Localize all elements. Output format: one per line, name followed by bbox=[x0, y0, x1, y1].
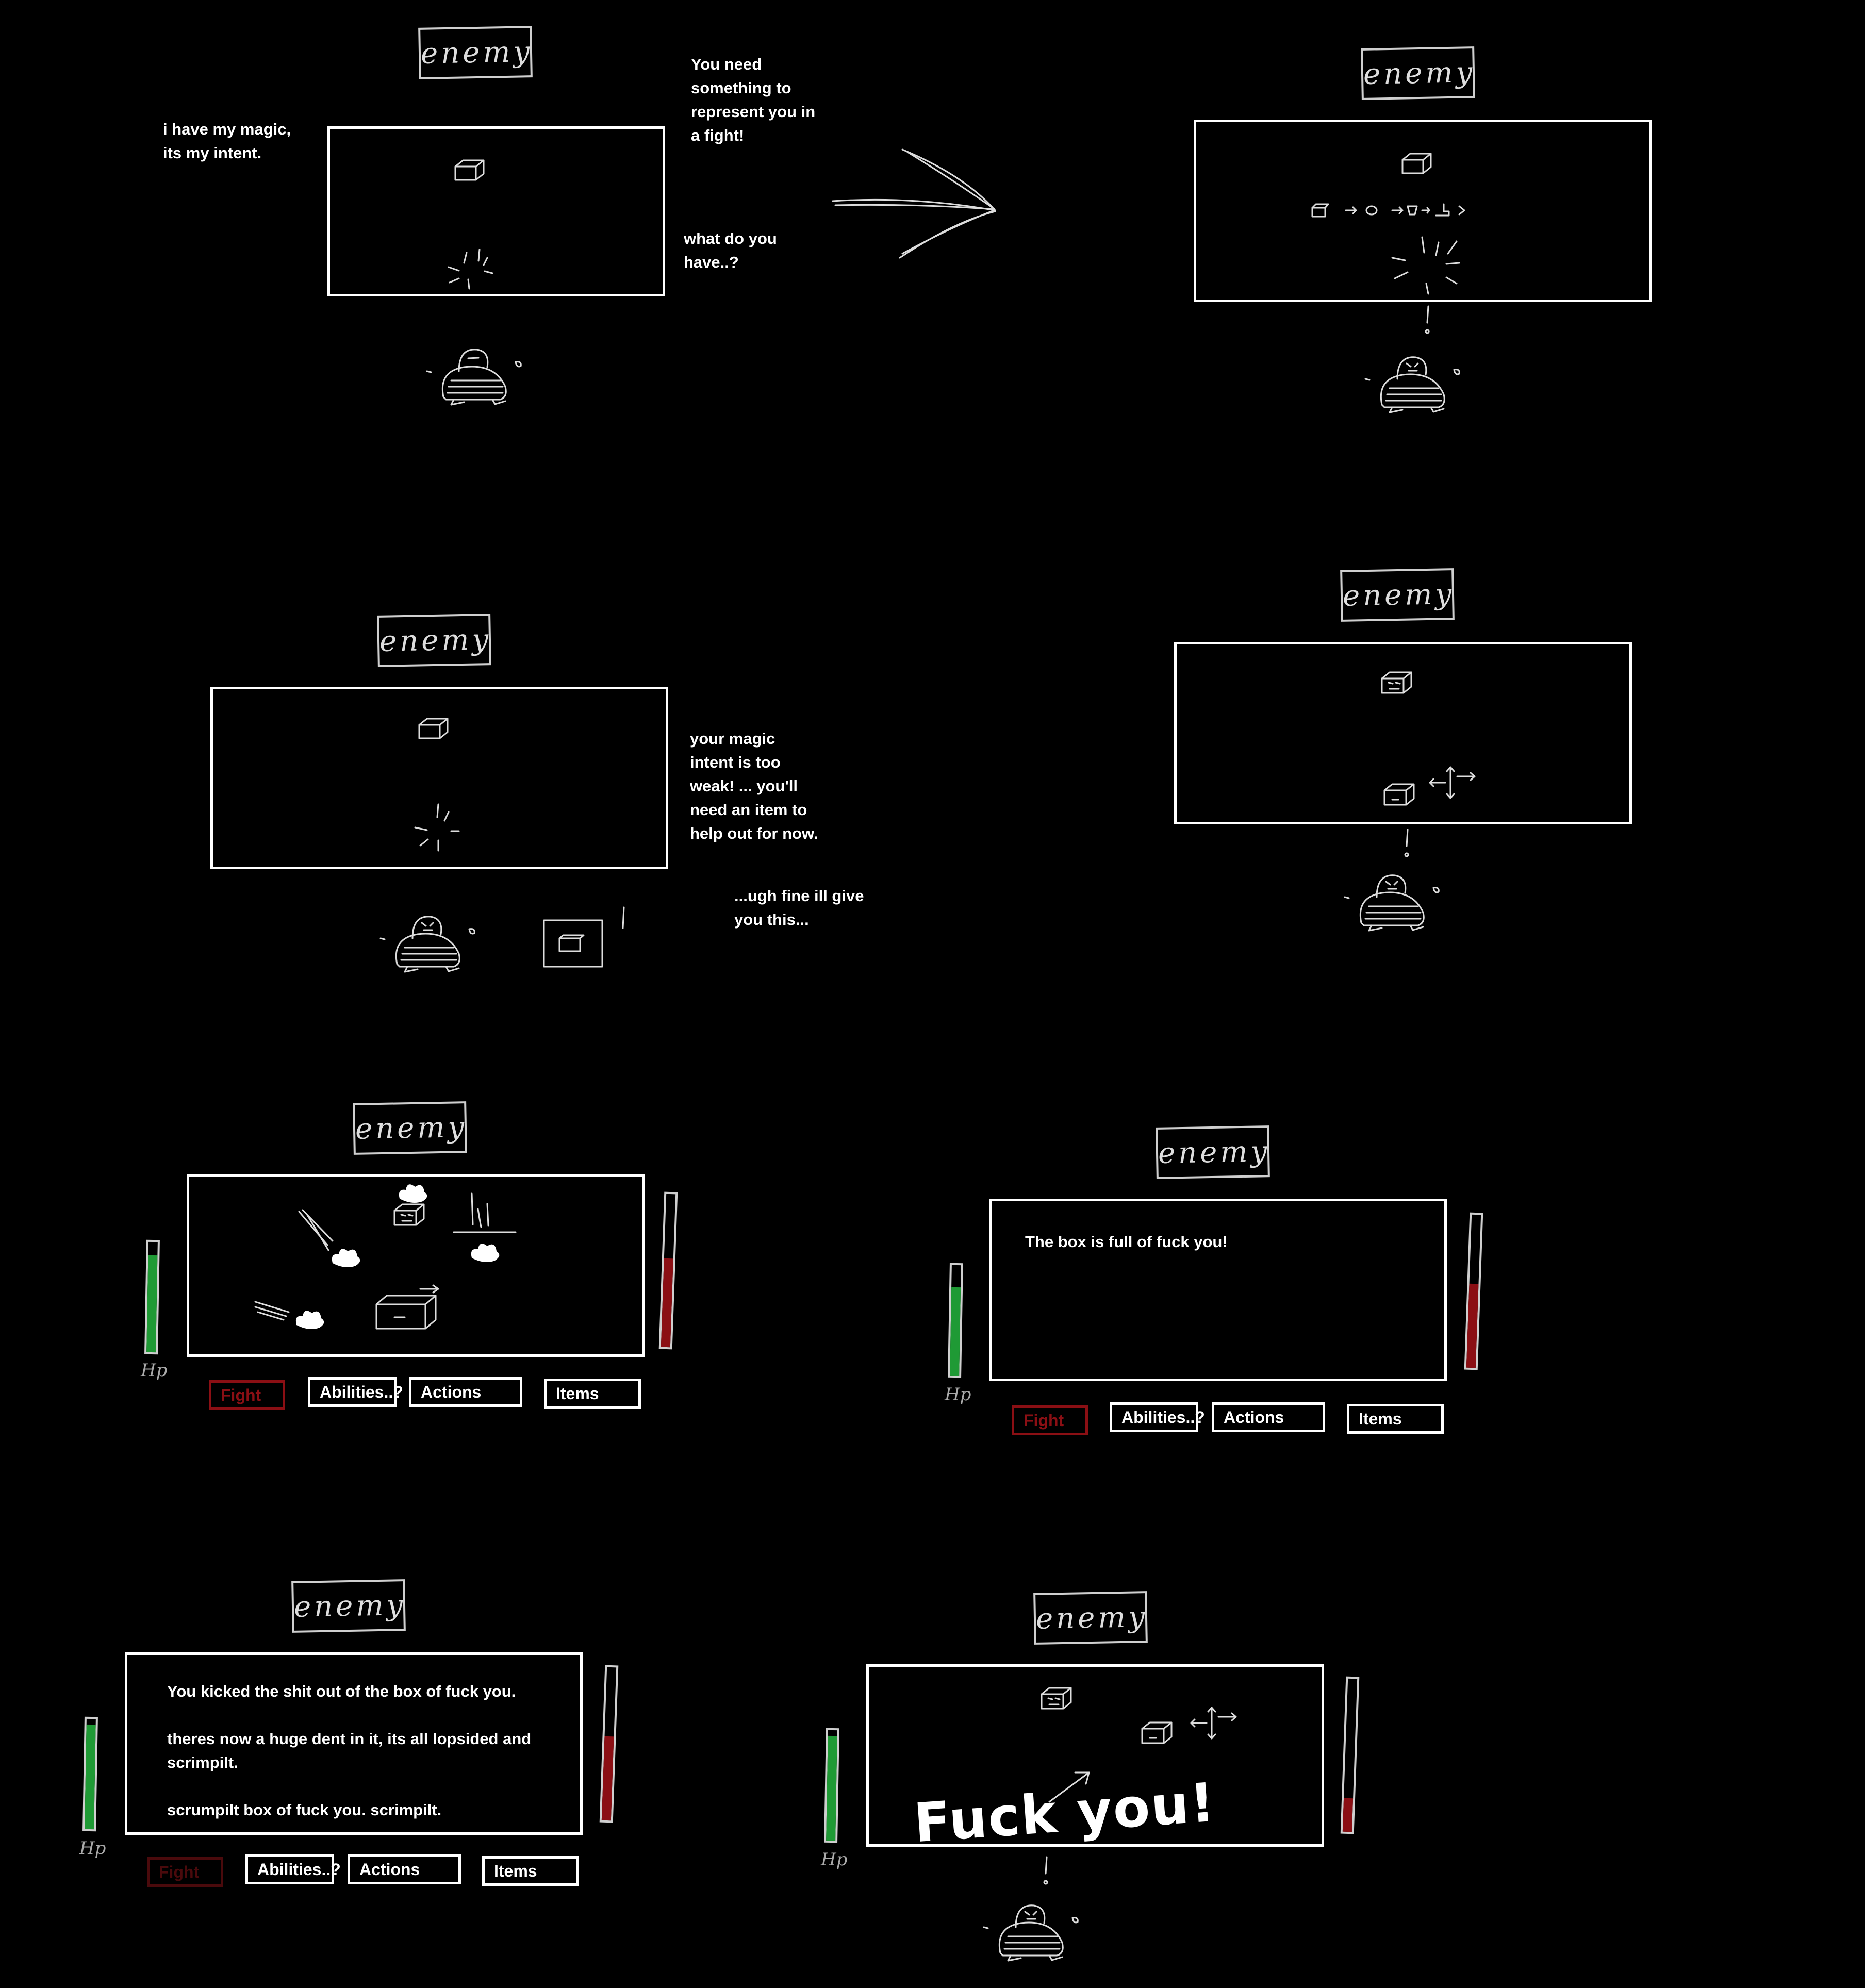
abilities-button[interactable]: Abilities..? bbox=[245, 1854, 341, 1884]
caption-intent: i have my magic, its my intent. bbox=[163, 120, 291, 162]
hp-label: Hp bbox=[821, 1849, 848, 1870]
motion-lines-icon bbox=[254, 1301, 290, 1321]
actions-button[interactable]: Actions bbox=[1212, 1402, 1325, 1432]
dialog-text: The box is full of fuck you! bbox=[1025, 1233, 1228, 1251]
alert-exclamation-icon bbox=[1404, 829, 1409, 857]
enemy-hp-bar bbox=[658, 1191, 678, 1350]
alert-exclamation-icon bbox=[1043, 1856, 1048, 1885]
impact-splat-icon bbox=[471, 1244, 500, 1263]
player-hp-fill bbox=[950, 1287, 961, 1376]
enemy-hp-bar bbox=[1464, 1212, 1483, 1370]
enemy-name-tag: enemy bbox=[1340, 568, 1455, 622]
hp-label: Hp bbox=[79, 1838, 106, 1859]
move-arrows-icon bbox=[1190, 1707, 1237, 1739]
enemy-name-tag: enemy bbox=[1361, 46, 1476, 100]
enemy-name-tag: enemy bbox=[418, 26, 533, 79]
player-box-icon bbox=[375, 1284, 439, 1330]
item-box-icon bbox=[543, 906, 625, 968]
caption-what-do-you-have: what do you have..? bbox=[684, 229, 777, 271]
battle-box bbox=[866, 1664, 1324, 1847]
enemy-name-tag: enemy bbox=[377, 614, 492, 667]
enemy-hp-fill bbox=[601, 1736, 614, 1821]
box-icon bbox=[1401, 153, 1432, 174]
arrow-up-right-icon bbox=[1048, 1771, 1090, 1803]
player-turtle-icon bbox=[426, 349, 522, 406]
items-button[interactable]: Items bbox=[1347, 1404, 1444, 1434]
fight-button[interactable]: Fight bbox=[209, 1380, 285, 1410]
caption-give-you-this: ...ugh fine ill give you this... bbox=[734, 887, 864, 929]
player-hp-bar bbox=[144, 1239, 160, 1355]
enemy-name-tag: enemy bbox=[1033, 1591, 1148, 1645]
fight-button[interactable]: Fight bbox=[147, 1857, 223, 1887]
hp-label: Hp bbox=[141, 1360, 168, 1381]
player-hp-fill bbox=[85, 1724, 96, 1830]
dialog-box bbox=[989, 1199, 1447, 1381]
dialog-box bbox=[125, 1652, 583, 1835]
player-turtle-icon bbox=[983, 1904, 1079, 1962]
player-hp-bar bbox=[948, 1263, 963, 1378]
box-icon bbox=[418, 718, 449, 739]
battle-box bbox=[327, 126, 665, 296]
actions-button[interactable]: Actions bbox=[348, 1854, 461, 1884]
enemy-hp-bar bbox=[599, 1665, 619, 1823]
fight-button[interactable]: Fight bbox=[1012, 1405, 1088, 1435]
player-box-icon bbox=[1383, 783, 1415, 806]
impact-splat-icon bbox=[399, 1184, 427, 1203]
enemy-hp-fill bbox=[1342, 1798, 1354, 1832]
ground-line-icon bbox=[453, 1192, 517, 1233]
player-box-icon bbox=[1141, 1721, 1173, 1744]
items-button[interactable]: Items bbox=[482, 1856, 579, 1886]
enemy-name-tag: enemy bbox=[353, 1101, 468, 1155]
enemy-hp-bar bbox=[1340, 1676, 1360, 1834]
magic-sparkle-icon bbox=[414, 803, 460, 852]
alert-exclamation-icon bbox=[1425, 305, 1430, 334]
enemy-hp-fill bbox=[661, 1258, 673, 1348]
caption-magic-weak: your magic intent is too weak! ... you'l… bbox=[690, 730, 818, 842]
motion-lines-icon bbox=[298, 1209, 334, 1251]
player-hp-bar bbox=[824, 1728, 839, 1843]
magic-sparkle-icon bbox=[1391, 236, 1460, 295]
player-turtle-icon bbox=[1364, 356, 1460, 413]
caption-need-something: You need something to represent you in a… bbox=[691, 55, 816, 144]
enemy-box-face-icon bbox=[1041, 1687, 1072, 1710]
dialog-text: You kicked the shit out of the box of fu… bbox=[167, 1682, 532, 1819]
move-arrows-icon bbox=[1429, 766, 1476, 799]
player-hp-fill bbox=[146, 1255, 158, 1353]
impact-splat-icon bbox=[332, 1249, 360, 1268]
shape-sequence-icon bbox=[1311, 203, 1465, 218]
abilities-button[interactable]: Abilities..? bbox=[308, 1377, 403, 1407]
hp-label: Hp bbox=[945, 1384, 971, 1405]
enemy-hp-fill bbox=[1466, 1283, 1479, 1368]
enemy-box-face-icon bbox=[393, 1203, 425, 1226]
battle-box bbox=[210, 687, 668, 869]
enemy-name-tag: enemy bbox=[1156, 1125, 1270, 1179]
box-icon bbox=[454, 159, 485, 181]
impact-splat-icon bbox=[295, 1311, 324, 1330]
player-hp-bar bbox=[82, 1716, 98, 1832]
enemy-name-tag: enemy bbox=[291, 1579, 406, 1633]
enemy-box-face-icon bbox=[1381, 671, 1412, 694]
transition-arrow-icon bbox=[832, 148, 996, 259]
abilities-button[interactable]: Abilities..? bbox=[1110, 1402, 1205, 1432]
player-hp-fill bbox=[826, 1735, 837, 1841]
magic-sparkle-icon bbox=[448, 248, 493, 290]
player-turtle-icon bbox=[1344, 874, 1440, 932]
actions-button[interactable]: Actions bbox=[409, 1377, 522, 1407]
player-turtle-icon bbox=[379, 916, 475, 973]
items-button[interactable]: Items bbox=[544, 1379, 641, 1409]
